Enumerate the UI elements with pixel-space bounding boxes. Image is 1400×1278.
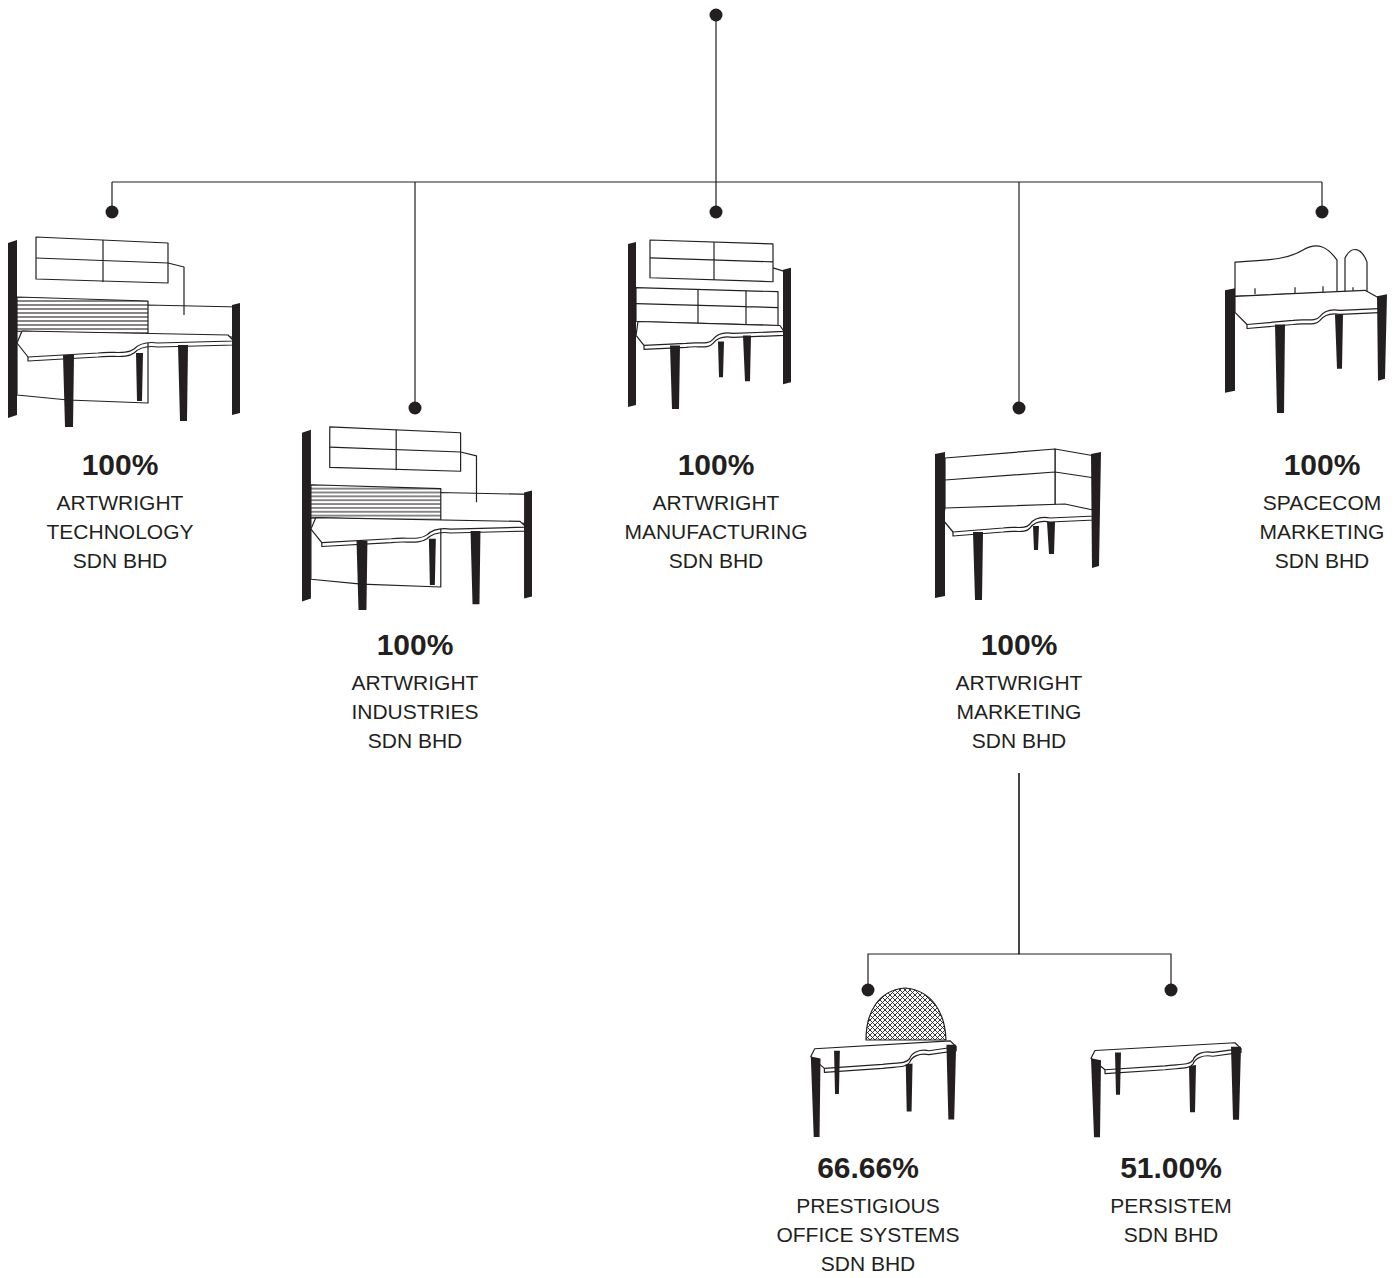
desk-illustration xyxy=(1091,1043,1241,1137)
connector-dot xyxy=(862,984,875,997)
company-node: 100% ARTWRIGHT TECHNOLOGY SDN BHD xyxy=(6,206,234,579)
text-group: 100%ARTWRIGHT MANUFACTURING SDN BHD xyxy=(612,447,820,575)
workstation-illustration xyxy=(302,427,532,610)
text-group: 51.00% PERSISTEM SDN BHD xyxy=(1082,1150,1260,1249)
company-name: PERSISTEM SDN BHD xyxy=(1091,1191,1251,1249)
ownership-percentage: 51.00% xyxy=(1120,1150,1222,1186)
company-name: SPACECOM MARKETING SDN BHD xyxy=(1247,488,1397,575)
tree-dots xyxy=(106,9,1329,415)
company-name: ARTWRIGHT INDUSTRIES SDN BHD xyxy=(335,668,495,755)
company-name: PRESTIGIOUS OFFICE SYSTEMS SDN BHD xyxy=(763,1191,973,1278)
ownership-percentage: 100% xyxy=(678,447,755,483)
company-name: ARTWRIGHT MANUFACTURING SDN BHD xyxy=(609,488,824,575)
workstation-illustration xyxy=(628,240,791,409)
text-group: 66.66% PRESTIGIOUS OFFICE SYSTEMS SDN BHD xyxy=(759,1150,977,1278)
text-group: 100% ARTWRIGHT INDUSTRIES SDN BHD xyxy=(296,627,534,755)
company-name: ARTWRIGHT MARKETING SDN BHD xyxy=(939,668,1099,755)
connector-dot xyxy=(1165,984,1178,997)
desk-illustration xyxy=(811,1041,956,1137)
company-node: 100% ARTWRIGHT INDUSTRIES SDN BHD xyxy=(296,402,534,759)
ownership-percentage: 100% xyxy=(1284,447,1361,483)
workstation-illustration xyxy=(935,449,1101,600)
text-group: 100% ARTWRIGHT MARKETING SDN BHD xyxy=(925,627,1113,755)
ownership-percentage: 100% xyxy=(82,447,159,483)
ownership-percentage: 100% xyxy=(981,627,1058,663)
workstation-illustration xyxy=(8,237,240,427)
ownership-connector xyxy=(862,773,1020,997)
company-node: 66.66% PRESTIGIOUS OFFICE SYSTEMS SDN BHD xyxy=(759,984,977,1278)
text-group: 100% SPACECOM MARKETING SDN BHD xyxy=(1243,447,1400,575)
connector-line xyxy=(1019,773,1171,990)
ownership-percentage: 100% xyxy=(377,627,454,663)
mesh-screen xyxy=(866,988,946,1040)
connector-line xyxy=(868,773,1019,990)
company-name: ARTWRIGHT TECHNOLOGY SDN BHD xyxy=(40,488,200,575)
ownership-percentage: 66.66% xyxy=(817,1150,919,1186)
tree-lines xyxy=(112,15,1322,408)
company-node: 100%ARTWRIGHT MANUFACTURING SDN BHD xyxy=(612,206,820,579)
ownership-connector xyxy=(1019,773,1178,997)
workstation-illustration xyxy=(1225,246,1387,413)
company-node: 51.00% PERSISTEM SDN BHD xyxy=(1082,984,1260,1253)
company-node: 100% ARTWRIGHT MARKETING SDN BHD xyxy=(925,402,1113,759)
text-group: 100% ARTWRIGHT TECHNOLOGY SDN BHD xyxy=(6,447,234,575)
company-node: 100% SPACECOM MARKETING SDN BHD xyxy=(1243,206,1400,579)
